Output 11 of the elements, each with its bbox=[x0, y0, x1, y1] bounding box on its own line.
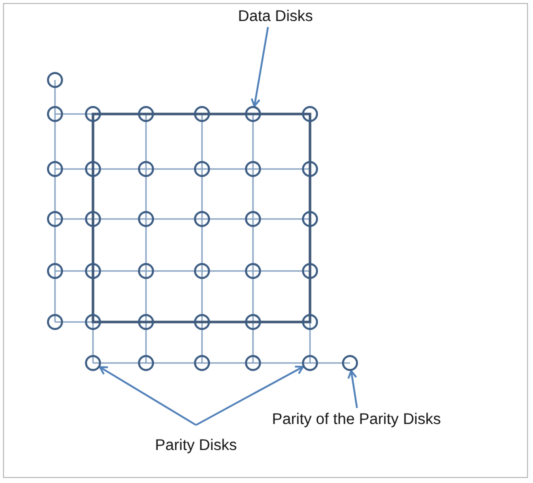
leader-arrow bbox=[196, 366, 304, 426]
callout-label: Parity of the Parity Disks bbox=[272, 411, 441, 429]
disk-circle bbox=[302, 355, 318, 371]
disk-circle bbox=[342, 355, 358, 371]
callout-label: Parity Disks bbox=[155, 437, 237, 455]
leader-arrow bbox=[99, 366, 196, 426]
leader-arrow bbox=[250, 26, 269, 107]
leader-arrow bbox=[347, 370, 358, 408]
disk-circle bbox=[245, 106, 261, 122]
disk-circle bbox=[85, 355, 101, 371]
callout-label: Data Disks bbox=[238, 8, 313, 26]
